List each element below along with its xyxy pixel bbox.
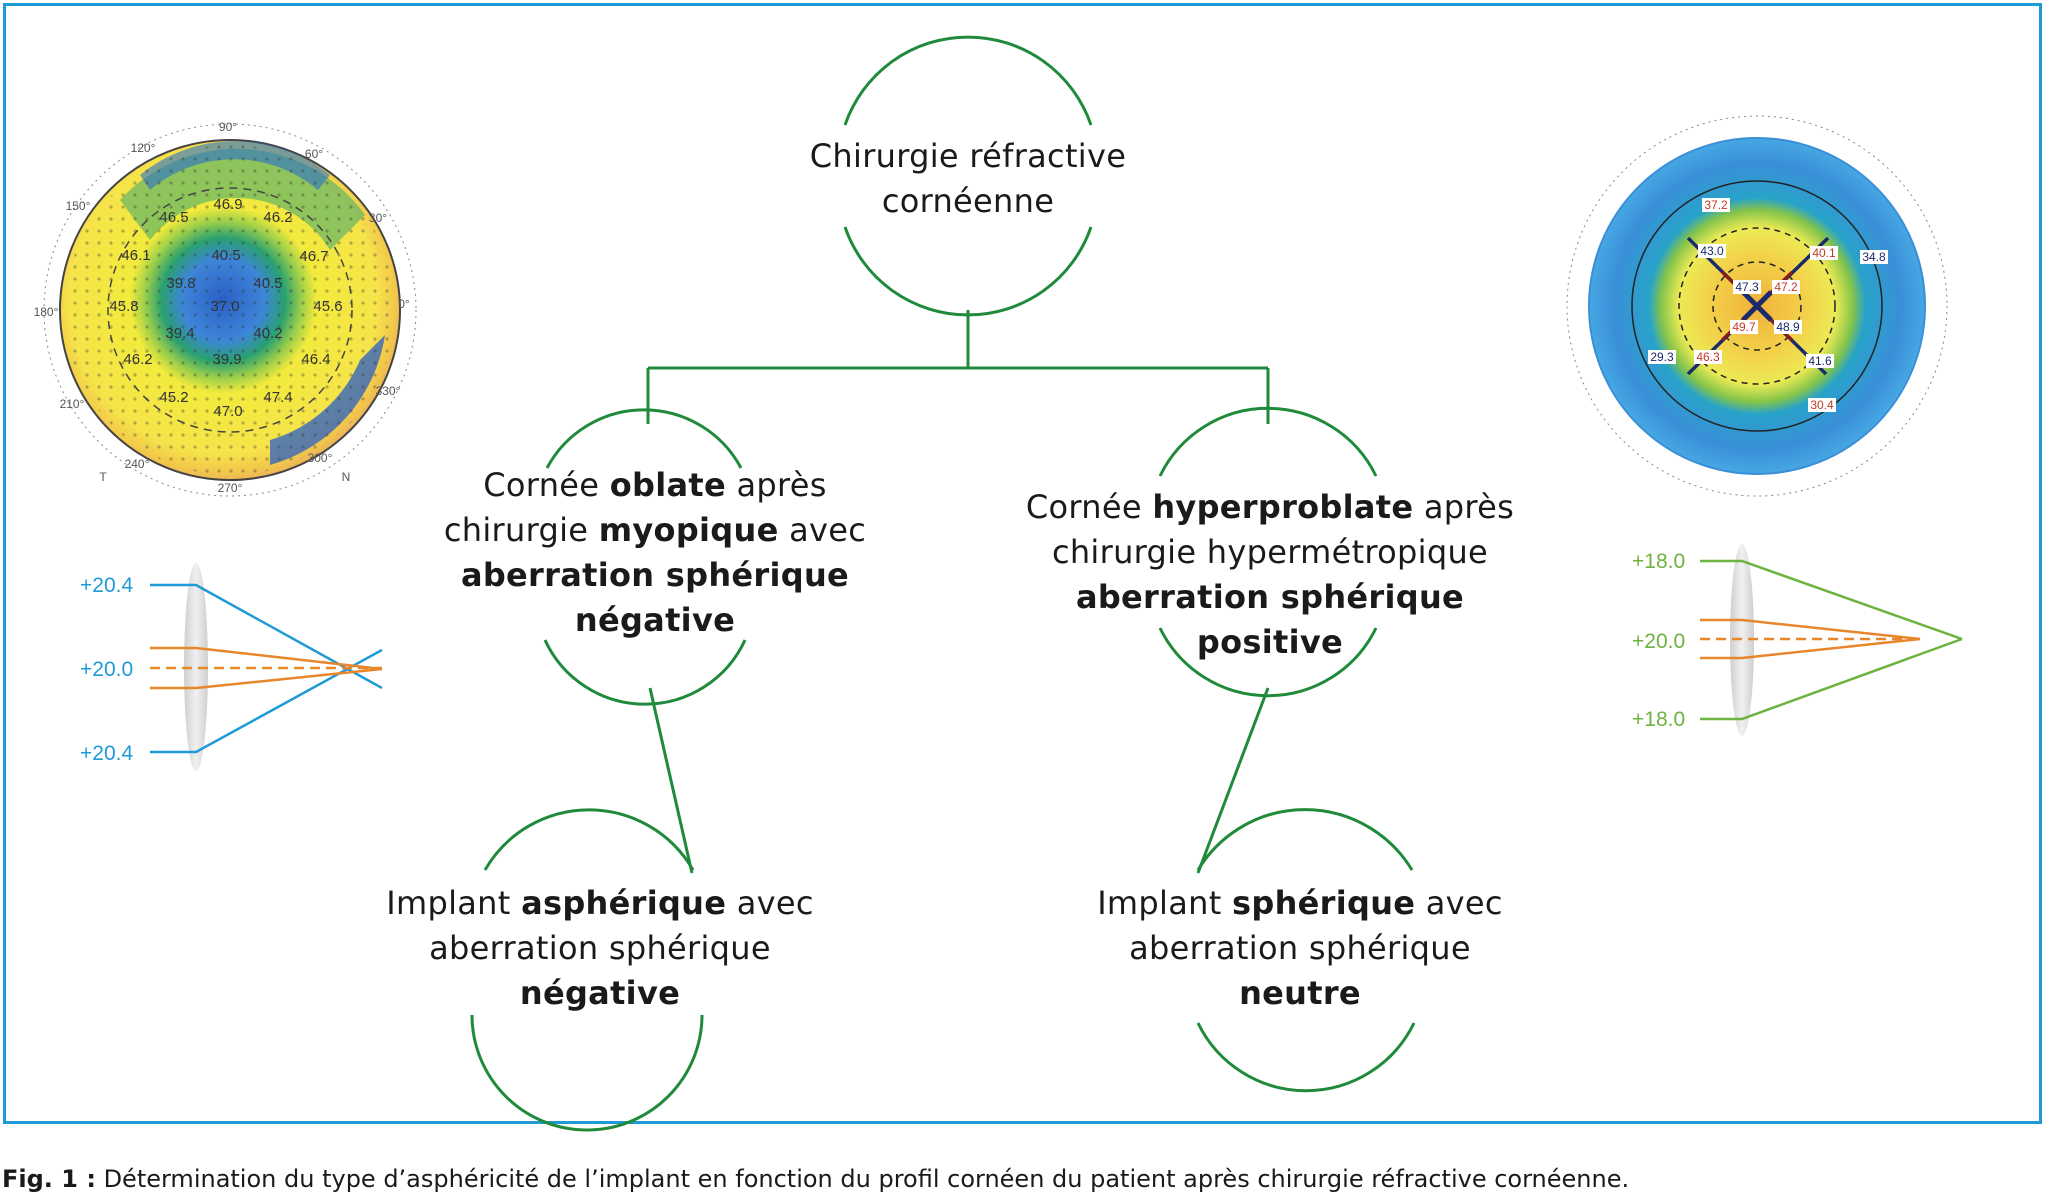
topo-value: 47.3 [1735, 280, 1759, 294]
hyper-node-arcs [1158, 406, 1378, 698]
topo-value: 43.0 [1700, 244, 1724, 258]
topo-value: 45.8 [109, 298, 138, 315]
topo-value: 45.6 [313, 298, 342, 315]
root-line-2: cornéenne [881, 182, 1055, 220]
lens-label-top: +20.4 [80, 574, 133, 597]
angle-label: 0° [398, 297, 410, 311]
oblate-to-implant-connector [648, 687, 694, 874]
topo-value: 48.9 [1776, 320, 1800, 334]
topo-value: 46.2 [123, 351, 152, 368]
angle-label: 150° [66, 199, 91, 213]
topo-value: 41.6 [1808, 354, 1832, 368]
topo-value: 49.7 [1732, 320, 1756, 334]
lens-label-bottom: +18.0 [1632, 708, 1685, 731]
root-branch-connector [646, 310, 1270, 424]
topo-value: 46.2 [263, 209, 292, 226]
topo-value: 46.1 [121, 247, 150, 264]
angle-label: T [99, 470, 107, 484]
angle-label: 30° [369, 211, 387, 225]
lens-label-mid: +20.0 [1632, 630, 1685, 653]
figure-frame [3, 3, 2042, 1124]
topo-value: 40.2 [253, 325, 282, 342]
oblate-node-arcs [543, 408, 747, 706]
angle-label: 300° [308, 451, 333, 465]
aspherique-keyword: asphérique [521, 884, 727, 922]
lens-label-bottom: +20.4 [80, 742, 133, 765]
angle-label: 270° [218, 481, 243, 495]
angle-label: 330° [376, 384, 401, 398]
topo-value: 40.5 [211, 247, 240, 264]
left-topography-values: 46.9 46.5 46.2 46.1 46.7 40.5 39.8 40.5 … [109, 196, 342, 420]
topo-value: 46.5 [159, 209, 188, 226]
topo-value: 46.7 [299, 248, 328, 265]
topo-value: 39.9 [212, 351, 241, 368]
angle-label: 120° [131, 141, 156, 155]
topo-value: 40.5 [253, 275, 282, 292]
right-topography-values: 37.2 43.0 40.1 34.8 47.3 47.2 49.7 48.9 … [1648, 198, 1888, 412]
implant-sph-node-arcs [1196, 808, 1416, 1093]
hyper-node-label: Cornée hyperproblate après chirurgie hyp… [1025, 488, 1515, 661]
topo-value: 37.2 [1704, 198, 1728, 212]
caption-label: Fig. 1 : [2, 1165, 96, 1193]
topo-value: 45.2 [159, 389, 188, 406]
angle-label: 60° [305, 147, 323, 161]
topo-value: 34.8 [1862, 250, 1886, 264]
left-lens-diagram: +20.4 +20.0 +20.4 [80, 563, 383, 771]
topo-value: 37.0 [210, 298, 239, 315]
topo-value: 39.4 [165, 325, 194, 342]
root-node-arcs [843, 35, 1093, 317]
right-lens-diagram: +18.0 +20.0 +18.0 [1632, 544, 1963, 736]
oblate-keyword: oblate [609, 466, 726, 504]
topo-value: 47.4 [263, 389, 292, 406]
topo-value: 29.3 [1650, 350, 1674, 364]
angle-label: 240° [125, 457, 150, 471]
figure-caption: Fig. 1 : Détermination du type d’asphéri… [2, 1165, 1629, 1193]
lens-label-mid: +20.0 [80, 658, 133, 681]
implant-asph-node-arcs [470, 808, 704, 1132]
myopique-keyword: myopique [598, 511, 779, 549]
topo-value: 47.2 [1774, 280, 1798, 294]
lens-label-top: +18.0 [1632, 550, 1685, 573]
topo-value: 47.0 [213, 403, 242, 420]
implant-asph-node-label: Implant asphérique avec aberration sphér… [386, 884, 814, 1012]
topo-value: 39.8 [166, 275, 195, 292]
angle-label: N [342, 470, 351, 484]
topo-value: 30.4 [1810, 398, 1834, 412]
angle-label: 180° [34, 305, 59, 319]
topo-value: 46.4 [301, 351, 330, 368]
hyperproblate-keyword: hyperproblate [1152, 488, 1414, 526]
oblate-node-label: Cornée oblate après chirurgie myopique a… [443, 466, 867, 639]
root-node-label: Chirurgie réfractive cornéenne [768, 134, 1168, 224]
topo-value: 46.3 [1696, 350, 1720, 364]
angle-label: 210° [60, 397, 85, 411]
caption-text: Détermination du type d’asphéricité de l… [95, 1165, 1630, 1193]
angle-label: 90° [219, 120, 237, 134]
hyper-to-implant-connector [1196, 687, 1270, 874]
connector-lines [646, 310, 1270, 874]
implant-sph-node-label: Implant sphérique avec aberration sphéri… [1097, 884, 1503, 1012]
spherique-keyword: sphérique [1232, 884, 1416, 922]
left-topography-map [43, 123, 417, 497]
left-topography-angles: 90° 120° 60° 150° 30° 180° 0° 210° 330° … [34, 120, 410, 495]
root-line-1: Chirurgie réfractive [809, 137, 1127, 175]
right-topography-map [1566, 115, 1948, 497]
topo-value: 46.9 [213, 196, 242, 213]
topo-value: 40.1 [1812, 246, 1836, 260]
